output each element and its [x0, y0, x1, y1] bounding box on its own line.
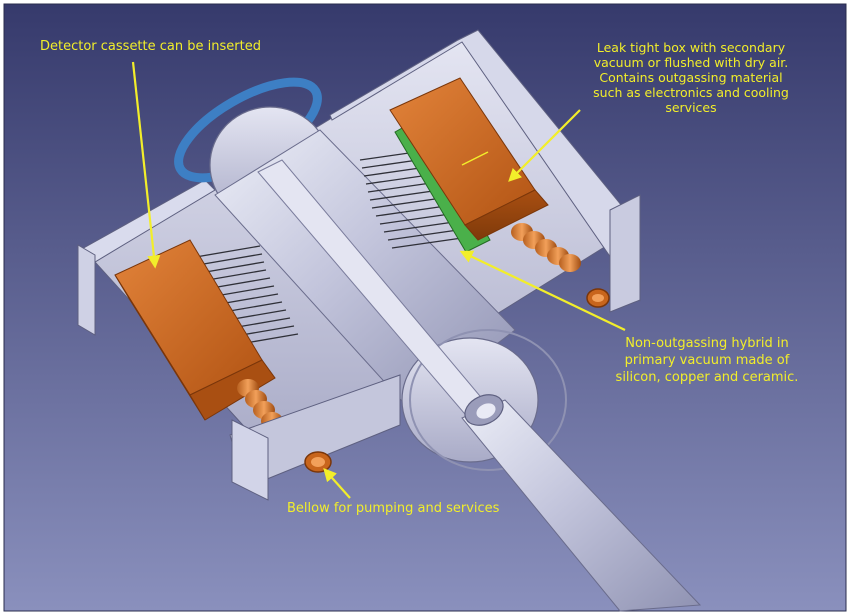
box-left-endplate — [77, 244, 96, 336]
label-bellow: Bellow for pumping and services — [287, 501, 500, 516]
right-sensor-fins — [359, 149, 463, 249]
beam-pipe-inner — [476, 403, 496, 419]
left-sensor-fins — [189, 245, 299, 347]
label-line: Contains outgassing material — [599, 70, 783, 85]
arrow-hybrid — [459, 250, 626, 331]
left-cassette-end — [189, 359, 276, 421]
arrow-bellow — [323, 468, 351, 499]
label-leak-tight-box: Leak tight box with secondary vacuum or … — [560, 40, 822, 115]
front-flange — [409, 329, 567, 471]
label-line: such as electronics and cooling — [593, 85, 789, 100]
label-non-outgassing-hybrid: Non-outgassing hybrid in primary vacuum … — [602, 335, 812, 386]
right-cassette — [359, 77, 581, 272]
label-line: primary vacuum made of — [624, 353, 790, 368]
right-cassette-side — [464, 189, 549, 241]
right-bellow — [511, 223, 581, 272]
label-detector-cassette: Detector cassette can be inserted — [40, 39, 261, 54]
left-cassette — [114, 239, 299, 441]
label-line: Leak tight box with secondary — [596, 40, 786, 55]
arrow-leak-box — [508, 109, 581, 182]
label-line: vacuum or flushed with dry air. — [593, 55, 789, 70]
label-line: Non-outgassing hybrid in — [625, 336, 789, 351]
label-line: silicon, copper and ceramic. — [615, 370, 799, 385]
arrow-cassette — [131, 61, 161, 269]
box-left-front-endplate — [231, 419, 269, 501]
label-line: services — [665, 100, 717, 115]
box-right-endplate — [609, 194, 641, 313]
